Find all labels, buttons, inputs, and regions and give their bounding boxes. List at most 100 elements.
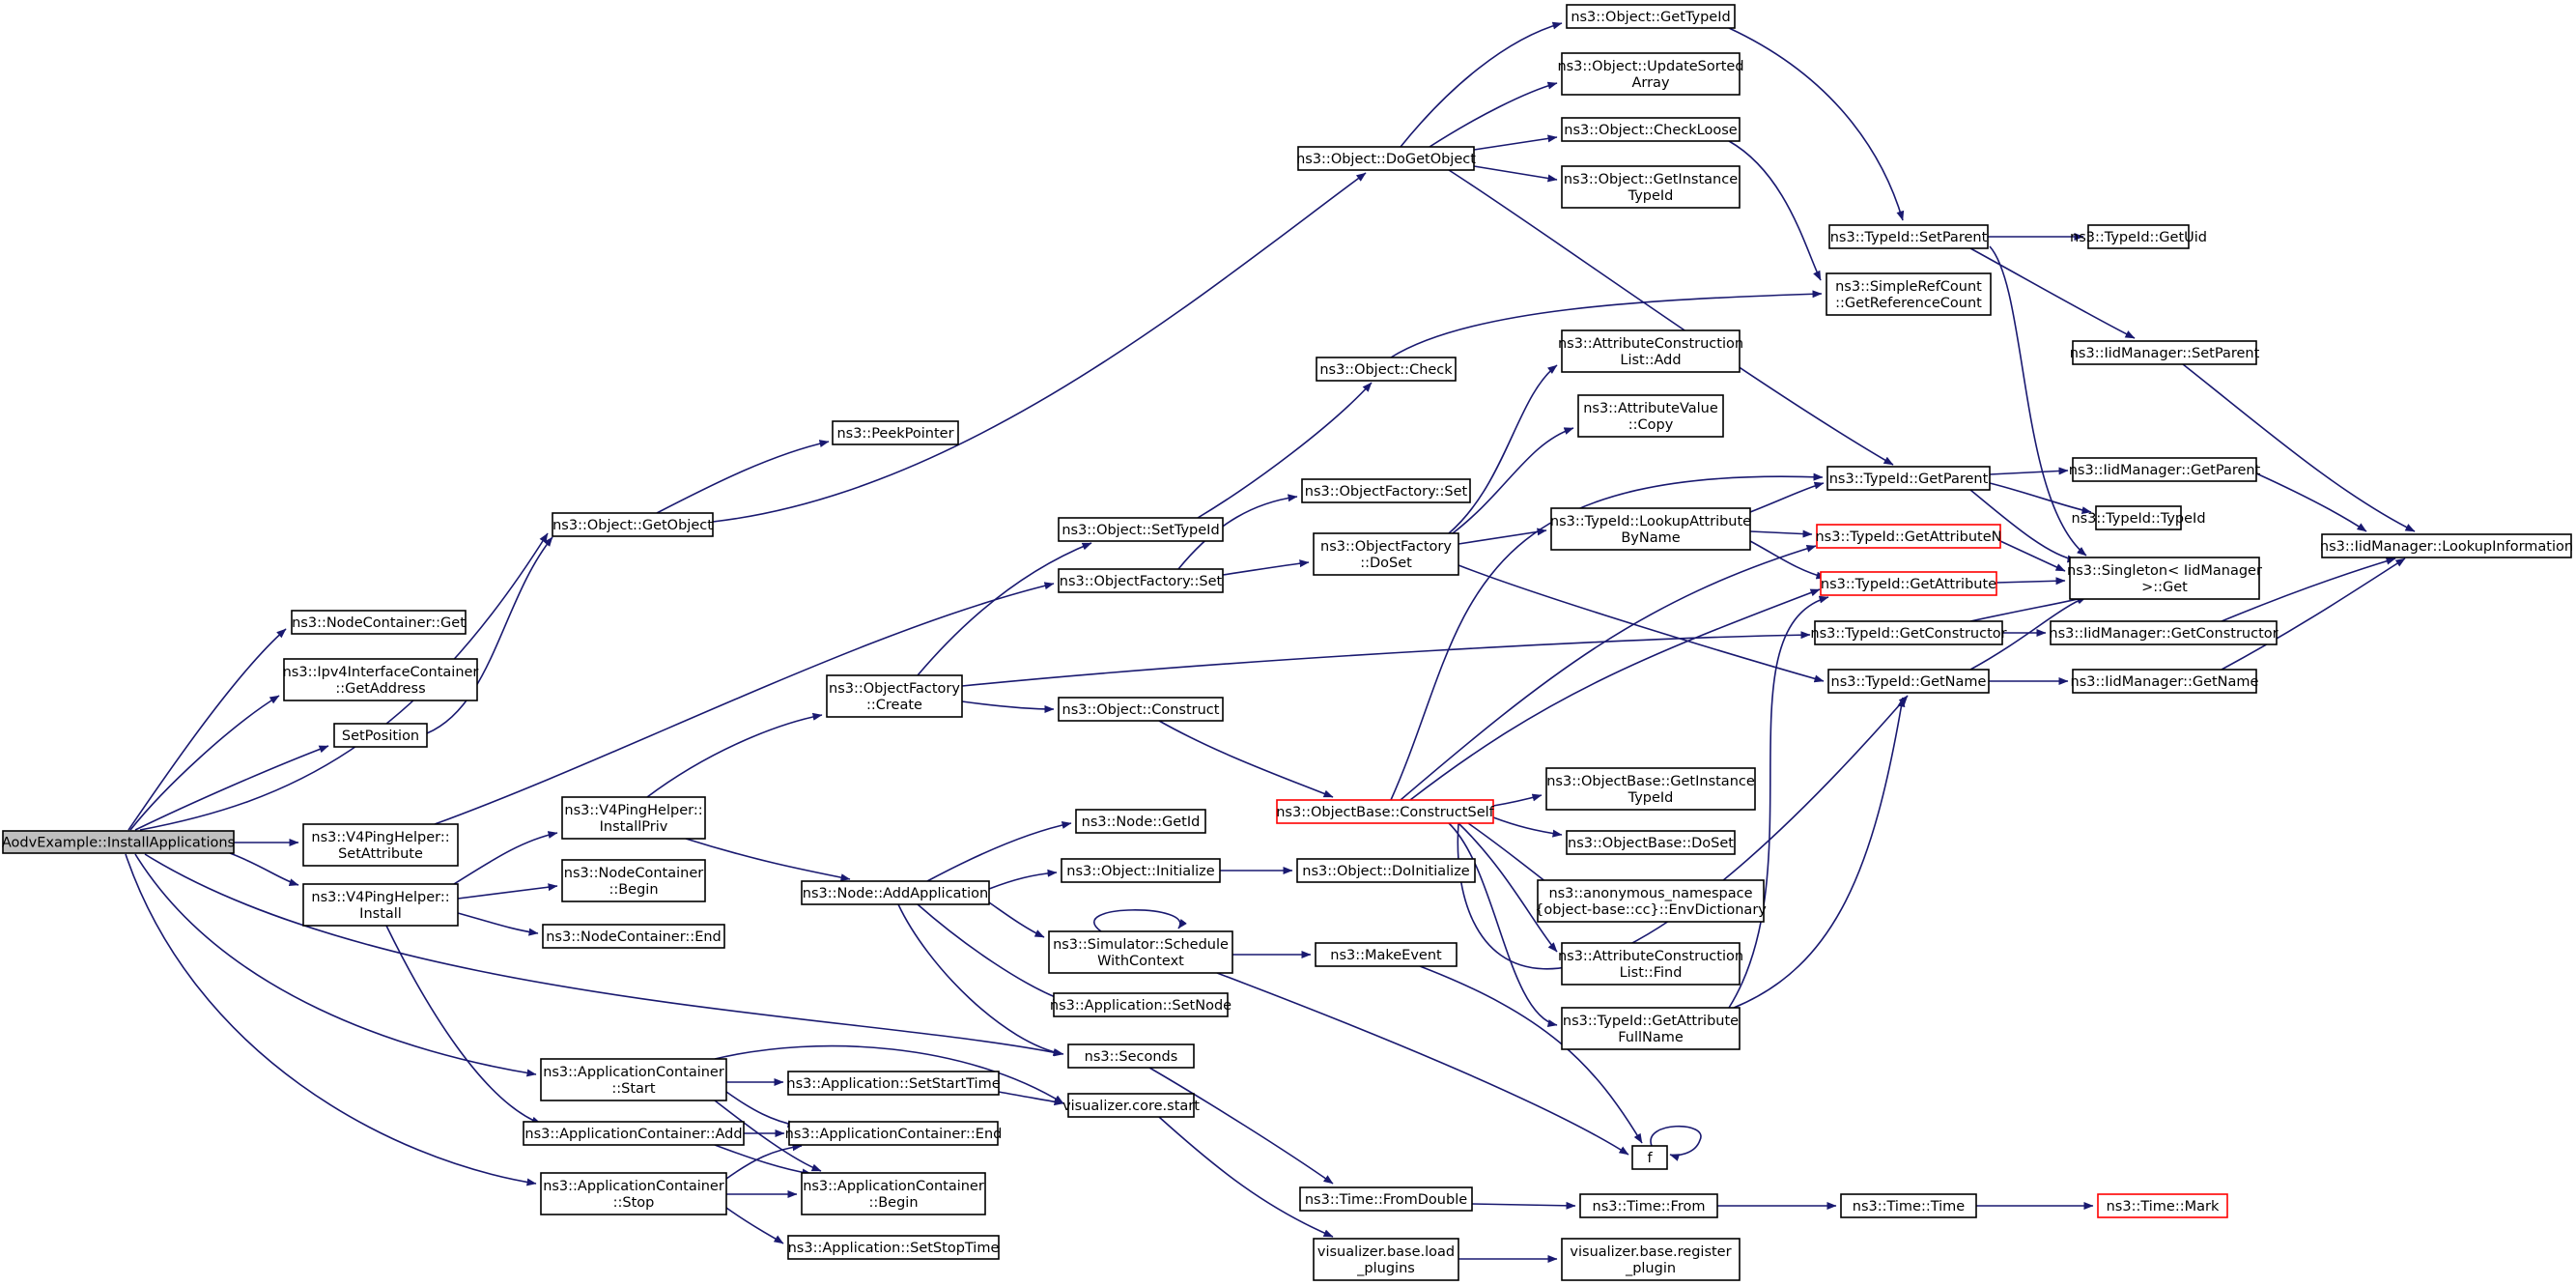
node-v4ping_install[interactable]: ns3::V4PingHelper::Install — [302, 883, 459, 927]
node-appc_add[interactable]: ns3::ApplicationContainer::Add — [523, 1121, 745, 1146]
node-appc_start[interactable]: ns3::ApplicationContainer::Start — [540, 1058, 727, 1101]
node-nc_end[interactable]: ns3::NodeContainer::End — [542, 924, 725, 949]
node-iid_getname[interactable]: ns3::IidManager::GetName — [2071, 669, 2259, 694]
node-box — [1067, 1093, 1195, 1118]
node-label: ns3::IidManager::GetParent — [2069, 463, 2261, 478]
edge-tid_lookupattr-to-tid_getattr — [1749, 540, 1826, 580]
node-box — [1315, 942, 1458, 967]
node-node_getid[interactable]: ns3::Node::GetId — [1075, 809, 1206, 834]
node-objfact_set[interactable]: ns3::ObjectFactory::Set — [1058, 568, 1224, 593]
node-v4ping_setattr[interactable]: ns3::V4PingHelper::SetAttribute — [302, 823, 459, 867]
node-nc_begin[interactable]: ns3::NodeContainer::Begin — [561, 859, 706, 902]
node-seconds[interactable]: ns3::Seconds — [1067, 1043, 1195, 1069]
node-label: ns3::Time::Mark — [2107, 1199, 2220, 1215]
node-tid_getattrn[interactable]: ns3::TypeId::GetAttributeN — [1815, 524, 2002, 549]
node-label: ns3::NodeContainer::End — [546, 929, 722, 945]
node-tid_getuid[interactable]: ns3::TypeId::GetUid — [2070, 224, 2207, 249]
node-box — [302, 883, 459, 927]
node-singleton_get[interactable]: ns3::Singleton< IidManager >::Get — [2067, 557, 2262, 600]
node-makeevent[interactable]: ns3::MakeEvent — [1315, 942, 1458, 967]
node-app_setstarttime[interactable]: ns3::Application::SetStartTime — [786, 1071, 1001, 1096]
node-label: ::Begin — [609, 882, 658, 898]
node-peekpointer[interactable]: ns3::PeekPointer — [832, 420, 959, 445]
node-obj_gettypeid[interactable]: ns3::Object::GetTypeId — [1566, 4, 1736, 29]
edge-tid_lookupattr-to-tid_getparent — [1749, 481, 1825, 513]
node-obj_construct[interactable]: ns3::Object::Construct — [1058, 697, 1224, 722]
node-box — [1561, 942, 1741, 986]
node-obj_getobject[interactable]: ns3::Object::GetObject — [552, 512, 714, 537]
node-nc_get[interactable]: ns3::NodeContainer::Get — [291, 610, 467, 635]
node-label: ns3::TypeId::LookupAttribute — [1550, 514, 1751, 529]
node-box — [1561, 329, 1741, 373]
node-time_from[interactable]: ns3::Time::From — [1579, 1193, 1718, 1218]
node-tid_getname[interactable]: ns3::TypeId::GetName — [1827, 669, 1990, 694]
node-box — [2069, 557, 2260, 600]
node-objfact_set_r[interactable]: ns3::ObjectFactory::Set — [1301, 478, 1471, 503]
node-objfact_doset[interactable]: ns3::ObjectFactory::DoSet — [1313, 532, 1459, 576]
node-app_setnode[interactable]: ns3::Application::SetNode — [1050, 992, 1231, 1017]
node-ipv4_getaddr[interactable]: ns3::Ipv4InterfaceContainer::GetAddress — [283, 658, 479, 701]
edge-node_addapp-to-node_getid — [926, 820, 1072, 882]
node-appc_begin[interactable]: ns3::ApplicationContainer::Begin — [801, 1172, 986, 1215]
edge-obj_dogetobject-to-obj_gettypeid — [1400, 21, 1563, 148]
node-iid_setparent[interactable]: ns3::IidManager::SetParent — [2070, 340, 2260, 365]
node-viz_start[interactable]: visualizer.core.start — [1062, 1093, 1200, 1118]
node-setposition[interactable]: SetPosition — [333, 723, 428, 748]
edge-root-to-appc_stop — [125, 853, 537, 1186]
node-app_setstoptime[interactable]: ns3::Application::SetStopTime — [787, 1235, 1000, 1260]
node-iid_lookupinfo[interactable]: ns3::IidManager::LookupInformation — [2320, 533, 2573, 558]
node-obj_doinitialize[interactable]: ns3::Object::DoInitialize — [1296, 858, 1476, 883]
node-tid_typeid[interactable]: ns3::TypeId::TypeId — [2071, 505, 2206, 530]
node-f[interactable]: f — [1631, 1145, 1668, 1170]
node-node_addapp[interactable]: ns3::Node::AddApplication — [801, 880, 990, 905]
edge-obj_checkloose-to-srefcount — [1728, 140, 1822, 281]
node-objfact_create[interactable]: ns3::ObjectFactory::Create — [826, 674, 963, 718]
node-appc_end[interactable]: ns3::ApplicationContainer::End — [785, 1121, 1003, 1146]
node-box — [1566, 830, 1736, 855]
node-box — [2, 830, 235, 854]
edge-tid_getattrn-to-singleton_get — [1999, 540, 2066, 572]
node-iid_getparent[interactable]: ns3::IidManager::GetParent — [2069, 457, 2261, 482]
node-obj_settypeid[interactable]: ns3::Object::SetTypeId — [1058, 517, 1224, 542]
node-tid_getattr[interactable]: ns3::TypeId::GetAttribute — [1820, 571, 1997, 596]
node-time_mark[interactable]: ns3::Time::Mark — [2097, 1193, 2228, 1218]
node-srefcount[interactable]: ns3::SimpleRefCount::GetReferenceCount — [1826, 272, 1992, 316]
node-iid_getconstructor[interactable]: ns3::IidManager::GetConstructor — [2049, 620, 2279, 645]
node-appc_stop[interactable]: ns3::ApplicationContainer::Stop — [540, 1172, 727, 1215]
node-objbase_doset[interactable]: ns3::ObjectBase::DoSet — [1566, 830, 1736, 855]
node-time_time[interactable]: ns3::Time::Time — [1840, 1193, 1977, 1218]
node-objbase_constructself[interactable]: ns3::ObjectBase::ConstructSelf — [1276, 799, 1495, 824]
edge-obj_gettypeid-to-tid_setparent — [1728, 27, 1905, 221]
node-root[interactable]: AodvExample::InstallApplications — [2, 830, 235, 854]
node-label: ns3::Node::AddApplication — [803, 886, 988, 901]
node-label: ns3::TypeId::GetAttribute — [1821, 577, 1996, 592]
node-tid_getconstructor[interactable]: ns3::TypeId::GetConstructor — [1810, 620, 2007, 645]
node-anon_envdict[interactable]: ns3::anonymous_namespace{object-base::cc… — [1535, 879, 1767, 923]
node-time_fromdouble[interactable]: ns3::Time::FromDouble — [1299, 1186, 1473, 1212]
node-tid_setparent[interactable]: ns3::TypeId::SetParent — [1828, 224, 1989, 249]
node-label: ns3::Object::DoGetObject — [1296, 152, 1476, 167]
node-viz_registerplugin[interactable]: visualizer.base.register_plugin — [1561, 1238, 1741, 1281]
edge-node_addapp-to-seconds — [897, 903, 1064, 1057]
node-box — [1816, 524, 2001, 549]
node-v4ping_installpriv[interactable]: ns3::V4PingHelper::InstallPriv — [561, 796, 706, 840]
node-obj_dogetobject[interactable]: ns3::Object::DoGetObject — [1296, 146, 1476, 171]
node-viz_loadplugins[interactable]: visualizer.base.load_plugins — [1313, 1238, 1459, 1281]
node-label: ns3::PeekPointer — [836, 426, 953, 442]
node-obj_initialize[interactable]: ns3::Object::Initialize — [1061, 858, 1221, 883]
node-tid_getparent[interactable]: ns3::TypeId::GetParent — [1826, 466, 1991, 491]
edge-v4ping_setattr-to-objfact_set — [434, 582, 1055, 825]
node-attrval_copy[interactable]: ns3::AttributeValue::Copy — [1577, 394, 1724, 438]
node-box — [1550, 507, 1751, 551]
node-label: ns3::TypeId::GetConstructor — [1810, 626, 2006, 642]
node-obj_checkloose[interactable]: ns3::Object::CheckLoose — [1561, 117, 1741, 142]
node-obj_check[interactable]: ns3::Object::Check — [1316, 357, 1457, 382]
